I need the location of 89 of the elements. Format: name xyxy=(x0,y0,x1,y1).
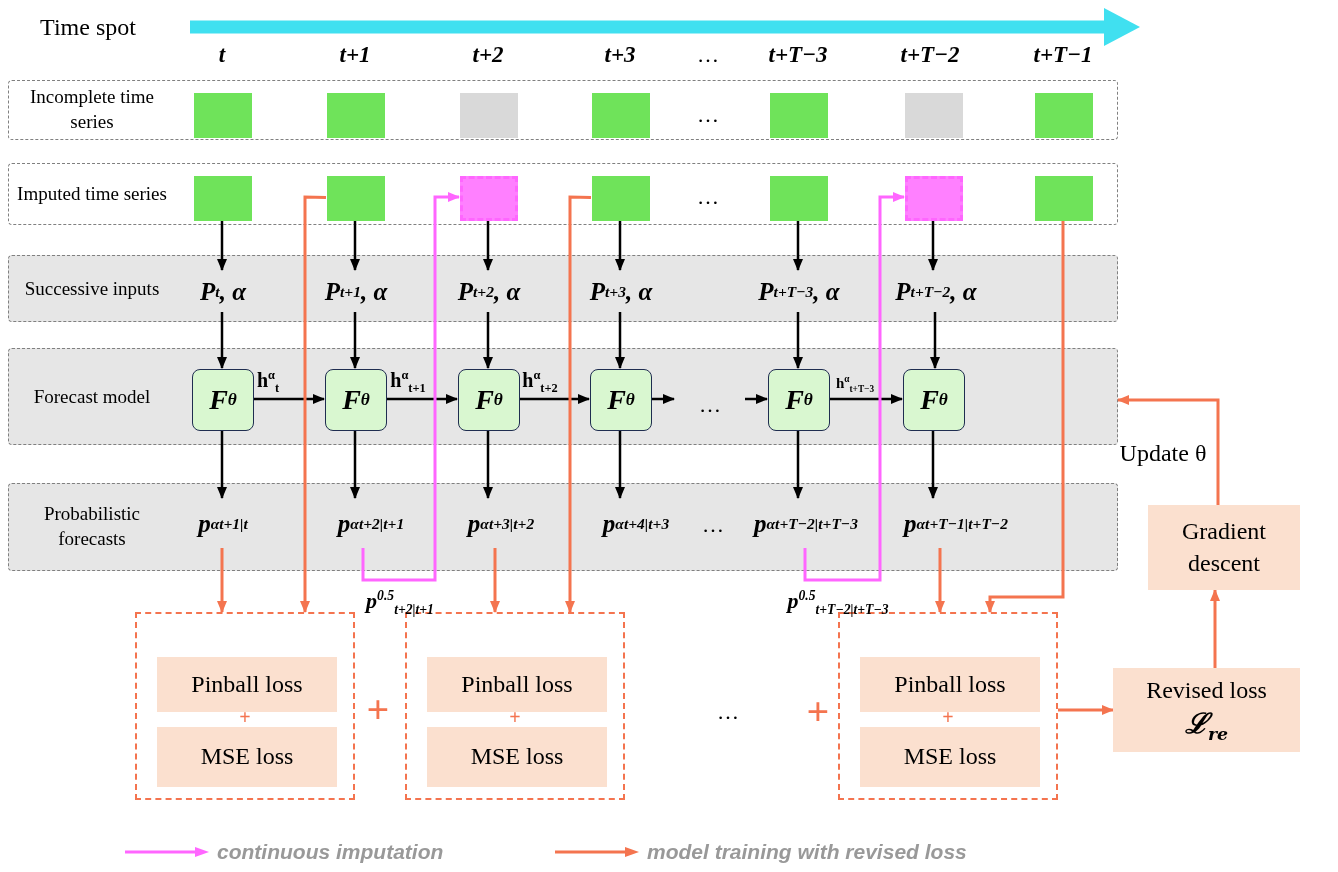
arrow xyxy=(985,220,1065,613)
arrow xyxy=(483,312,493,369)
arrow xyxy=(217,548,227,613)
arrow xyxy=(300,195,327,613)
arrow xyxy=(651,394,675,404)
arrow xyxy=(483,430,493,499)
arrow xyxy=(615,430,625,499)
arrow xyxy=(793,430,803,499)
row-heading: Successive inputs xyxy=(23,276,161,301)
loss-group-box xyxy=(135,612,355,800)
time-label: t+1 xyxy=(339,42,371,68)
arrow xyxy=(253,394,325,404)
row-heading: Imputed time series xyxy=(17,181,167,206)
legend-text: continuous imputation xyxy=(217,840,444,864)
time-label: t+T−1 xyxy=(1033,42,1093,68)
ellipsis: … xyxy=(699,392,721,418)
row-heading: Forecast model xyxy=(32,384,152,409)
arrow xyxy=(565,195,592,613)
loss-box: MSE loss xyxy=(860,727,1040,787)
loss-box: MSE loss xyxy=(427,727,607,787)
edge-label: Update θ xyxy=(1119,439,1207,467)
row-band xyxy=(8,255,1118,322)
box-title: Revised loss xyxy=(1146,675,1267,705)
arrow xyxy=(928,220,938,271)
plus-sign: + xyxy=(366,690,390,730)
imputed-square xyxy=(460,176,518,221)
row-band xyxy=(8,483,1118,571)
loss-box: Pinball loss xyxy=(157,657,337,712)
time-label: t+3 xyxy=(604,42,636,68)
formula-text: ℒ$_{re}$ xyxy=(1184,706,1229,746)
loss-box: Pinball loss xyxy=(860,657,1040,712)
arrow xyxy=(793,220,803,271)
arrow xyxy=(386,394,458,404)
time-label: t+T−3 xyxy=(768,42,828,68)
row-band xyxy=(8,348,1118,445)
data-square xyxy=(194,176,252,221)
loss-box xyxy=(1113,668,1300,752)
legend-text: model training with revised loss xyxy=(647,840,967,864)
arrow xyxy=(930,312,940,369)
imputed-square xyxy=(905,176,963,221)
arrow xyxy=(928,430,938,499)
data-square xyxy=(592,93,650,138)
row-heading: Incomplete time series xyxy=(29,85,155,134)
arrow xyxy=(615,312,625,369)
arrow xyxy=(217,312,227,369)
arrow xyxy=(803,192,905,582)
data-square xyxy=(592,176,650,221)
arrow xyxy=(217,220,227,271)
row-band xyxy=(8,80,1118,140)
loss-box: Pinball loss xyxy=(427,657,607,712)
ellipsis: … xyxy=(697,184,719,210)
ellipsis: … xyxy=(702,512,724,538)
time-label: t xyxy=(218,42,226,68)
data-square xyxy=(327,176,385,221)
missing-square xyxy=(905,93,963,138)
arrow xyxy=(350,312,360,369)
arrow xyxy=(1210,589,1220,668)
data-square xyxy=(194,93,252,138)
arrow xyxy=(483,220,493,271)
data-square xyxy=(770,176,828,221)
arrow xyxy=(935,548,945,613)
arrow xyxy=(1117,395,1220,505)
arrow xyxy=(361,192,460,582)
data-square xyxy=(327,93,385,138)
plus-sign: + xyxy=(806,692,830,732)
arrow xyxy=(350,220,360,271)
data-square xyxy=(1035,93,1093,138)
row-heading: Probabilistic forecasts xyxy=(42,502,142,551)
loss-box: MSE loss xyxy=(157,727,337,787)
data-square xyxy=(770,93,828,138)
arrow xyxy=(217,430,227,499)
data-square xyxy=(1035,176,1093,221)
arrow xyxy=(519,394,590,404)
ellipsis: … xyxy=(697,102,719,128)
missing-square xyxy=(460,93,518,138)
time-label: t+2 xyxy=(472,42,504,68)
process-box: Gradient descent xyxy=(1148,505,1300,590)
arrow xyxy=(793,312,803,369)
ellipsis: … xyxy=(717,699,739,725)
axis-title: Time spot xyxy=(40,13,136,41)
arrow xyxy=(1058,705,1114,715)
arrow xyxy=(615,220,625,271)
time-label: t+T−2 xyxy=(900,42,960,68)
arrow xyxy=(745,394,768,404)
row-band xyxy=(8,163,1118,225)
arrow xyxy=(829,394,903,404)
arrow xyxy=(490,548,500,613)
arrow xyxy=(350,430,360,499)
ellipsis: … xyxy=(697,42,719,68)
